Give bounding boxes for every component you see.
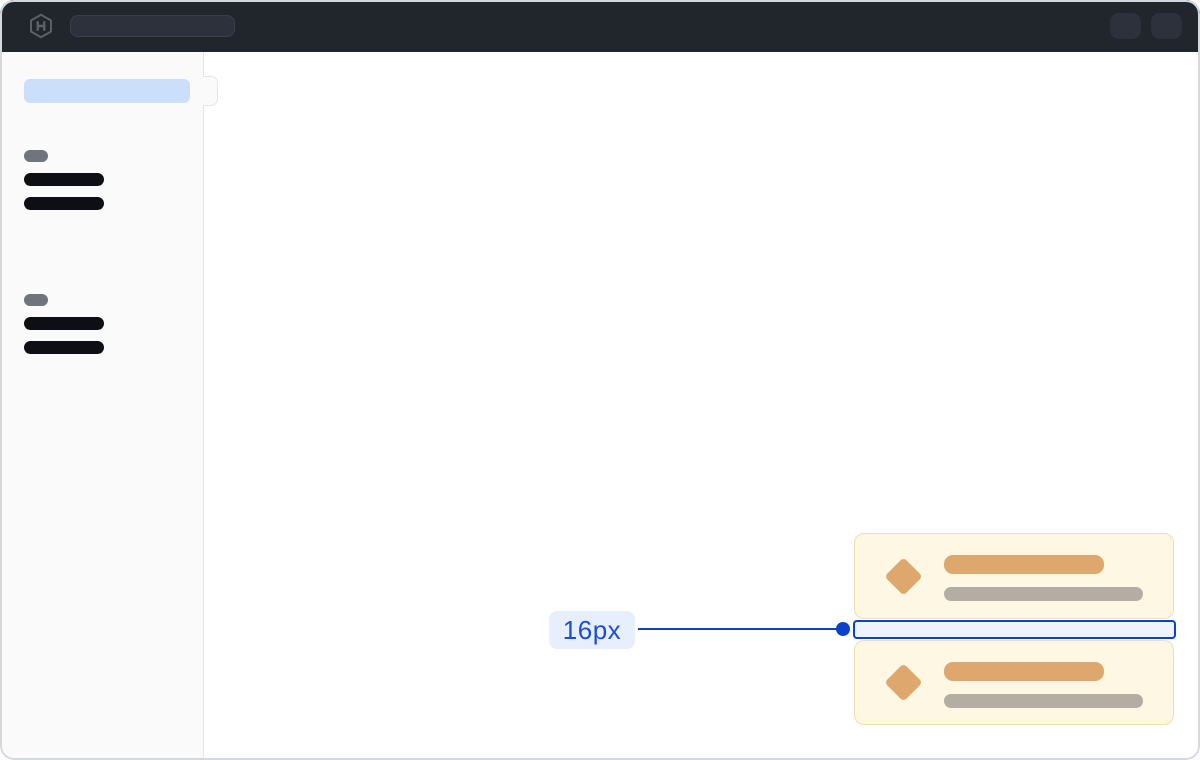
sidebar-item[interactable]	[24, 173, 104, 186]
card-subtitle-skeleton	[944, 694, 1143, 708]
top-nav-bar	[0, 0, 1200, 52]
search-input[interactable]	[70, 15, 235, 37]
card-subtitle-skeleton	[944, 587, 1143, 601]
dimension-line-dot	[836, 622, 850, 636]
sidebar-section-label-1	[24, 150, 48, 162]
card-title-skeleton	[944, 662, 1104, 681]
sidebar-item[interactable]	[24, 341, 104, 354]
list-card-2	[854, 640, 1174, 725]
dimension-line	[638, 628, 838, 630]
sidebar-section-label-2	[24, 294, 48, 306]
sidebar-collapse-toggle[interactable]	[203, 76, 218, 106]
help-button[interactable]	[1110, 13, 1141, 39]
sidebar-item[interactable]	[24, 197, 104, 210]
topbar-actions	[1110, 13, 1182, 39]
spacing-value-label: 16px	[549, 611, 635, 649]
card-title-skeleton	[944, 555, 1104, 574]
diamond-icon	[884, 556, 923, 596]
list-card-1	[854, 533, 1174, 619]
sidebar	[0, 52, 204, 760]
spacing-highlight-rect	[853, 620, 1176, 639]
user-menu-button[interactable]	[1151, 13, 1182, 39]
diamond-icon	[884, 663, 923, 702]
sidebar-item[interactable]	[24, 317, 104, 330]
hashicorp-logo-icon	[30, 13, 52, 39]
sidebar-item-active[interactable]	[24, 79, 190, 103]
